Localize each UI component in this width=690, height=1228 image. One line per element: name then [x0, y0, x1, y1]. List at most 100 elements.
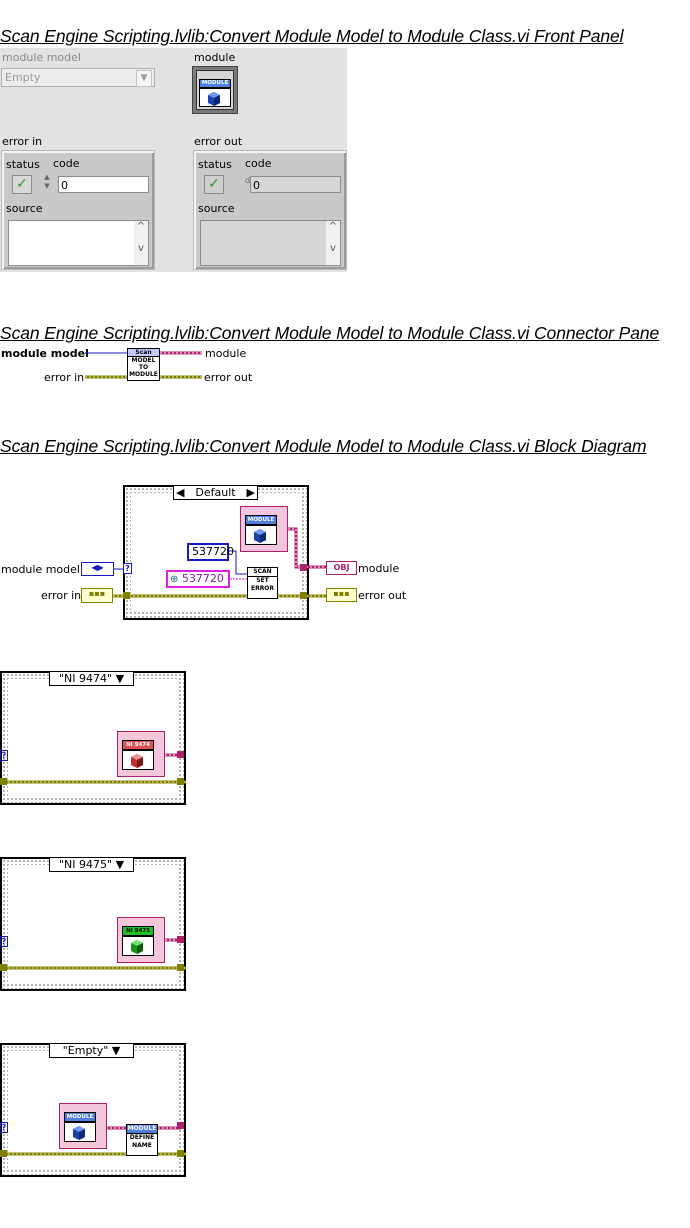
case-selector-label: "NI 9475" [58, 858, 113, 871]
module-class-constant[interactable]: MODULE [240, 506, 288, 552]
error-out-terminal[interactable]: ▪▪▪ [326, 588, 357, 602]
define-line1: MODULE [127, 1125, 157, 1134]
cp-module-model-label: module model [1, 347, 89, 360]
error-in-cluster: status code ✓ ▲▼ 0 source ^v [1, 150, 155, 270]
define-name-subvi[interactable]: MODULE DEFINE NAME [126, 1124, 158, 1156]
set-error-line3: ERROR [250, 585, 275, 592]
error-out-source-label: source [198, 202, 235, 215]
cube-icon [245, 525, 277, 545]
case-selector-label: Default [195, 486, 236, 499]
error-ring-constant[interactable]: ⊕ 537720 [166, 570, 230, 588]
bd-error-in-label: error in [41, 589, 82, 602]
front-panel-title: Scan Engine Scripting.lvlib:Convert Modu… [0, 26, 624, 46]
error-output-tunnel [300, 592, 307, 599]
cube-icon [199, 88, 231, 107]
case-selector-ni9474[interactable]: "NI 9474" ▼ [49, 671, 134, 686]
module-indicator[interactable]: MODULE [192, 66, 238, 114]
class-output-tunnel [300, 564, 307, 571]
chevron-right-icon[interactable]: ▶ [246, 486, 255, 499]
subvi-icon-line4: MODULE [129, 371, 158, 378]
cp-module-label: module [205, 347, 247, 360]
error-output-tunnel [177, 964, 184, 971]
class-output-tunnel [177, 751, 184, 758]
case-selector-default[interactable]: ◀ Default ▶ [173, 485, 258, 500]
case-selector-label: "Empty" [62, 1044, 109, 1057]
cp-error-in-label: error in [44, 371, 85, 384]
chevron-left-icon[interactable]: ◀ [176, 486, 185, 499]
case-selector-terminal: ? [0, 1122, 8, 1133]
error-in-code-field[interactable]: 0 [58, 176, 149, 193]
numeric-increment-icon[interactable]: ▲▼ [44, 173, 50, 190]
set-error-line2: SET [256, 577, 269, 584]
module-model-enum-terminal[interactable]: ◀▶ [81, 562, 114, 576]
error-out-label: error out [194, 135, 243, 148]
error-in-terminal[interactable]: ▪▪▪ [81, 588, 113, 603]
error-in-status-checkbox[interactable]: ✓ [12, 175, 32, 194]
error-input-tunnel [0, 964, 7, 971]
scrollbar[interactable]: ^v [326, 221, 340, 265]
radix-icon: d [245, 176, 251, 185]
error-input-tunnel [123, 592, 130, 599]
error-in-status-label: status [6, 158, 40, 171]
scrollbar[interactable]: ^v [134, 221, 148, 265]
empty-module-class-constant[interactable]: MODULE [59, 1103, 107, 1149]
subvi-icon-line3: TO [138, 364, 149, 371]
module-model-value: Empty [5, 71, 41, 84]
case-selector-terminal: ? [0, 936, 8, 947]
case-selector-ni9475[interactable]: "NI 9475" ▼ [49, 857, 134, 872]
error-in-source-field[interactable]: ^v [8, 220, 149, 266]
block-diagram-title: Scan Engine Scripting.lvlib:Convert Modu… [0, 436, 647, 456]
module-model-label: module model [2, 51, 81, 64]
ni9474-class-constant[interactable]: NI 9474 [117, 731, 165, 777]
subvi-icon-line1: Scan [128, 349, 159, 357]
error-in-source-label: source [6, 202, 43, 215]
define-line2: DEFINE [129, 1134, 155, 1141]
case-selector-empty[interactable]: "Empty" ▼ [49, 1043, 134, 1058]
bd-module-label: module [358, 562, 400, 575]
error-out-status-led: ✓ [204, 175, 224, 194]
globe-icon: ⊕ [170, 574, 179, 585]
error-ring-value: 537720 [181, 572, 224, 585]
scan-set-error-subvi[interactable]: SCAN SET ERROR [247, 567, 278, 599]
bd-module-model-label: module model [1, 563, 80, 576]
cube-icon [122, 750, 154, 770]
set-error-line1: SCAN [248, 568, 277, 577]
chevron-down-icon[interactable]: ▼ [115, 858, 125, 871]
enum-icon: ◀▶ [91, 563, 104, 572]
chevron-down-icon[interactable]: ▼ [136, 70, 152, 87]
case-selector-label: "NI 9474" [58, 672, 113, 685]
module-class-label: MODULE [245, 515, 277, 525]
error-input-tunnel [0, 1150, 7, 1157]
code-constant[interactable]: 537720 [187, 543, 234, 561]
empty-module-label: MODULE [64, 1112, 96, 1122]
error-output-tunnel [177, 1150, 184, 1157]
ni9475-label: NI 9475 [122, 926, 154, 936]
error-out-code-field: 0 [250, 176, 341, 193]
cp-error-out-label: error out [204, 371, 253, 384]
error-input-tunnel [0, 778, 7, 785]
case-selector-terminal: ? [123, 563, 132, 574]
error-output-tunnel [177, 778, 184, 785]
model-to-module-subvi-icon[interactable]: Scan MODEL TO MODULE [127, 348, 160, 381]
module-model-ring[interactable]: Empty ▼ [1, 68, 155, 87]
module-label: module [194, 51, 236, 64]
class-output-tunnel [177, 936, 184, 943]
error-in-code-label: code [53, 157, 80, 170]
error-in-label: error in [2, 135, 43, 148]
chevron-down-icon[interactable]: ▼ [111, 1044, 121, 1057]
ni9474-label: NI 9474 [122, 740, 154, 750]
bd-error-out-label: error out [358, 589, 407, 602]
module-output-terminal[interactable]: OBJ [326, 561, 357, 575]
cube-icon [64, 1122, 96, 1142]
subvi-icon-line2: MODEL [131, 357, 156, 364]
error-out-status-label: status [198, 158, 232, 171]
define-line3: NAME [132, 1142, 152, 1149]
class-output-tunnel [177, 1122, 184, 1129]
obj-terminal-label: OBJ [333, 563, 350, 572]
error-out-cluster: status code ✓ d 0 source ^v [193, 150, 347, 270]
connector-pane-title: Scan Engine Scripting.lvlib:Convert Modu… [0, 323, 660, 343]
chevron-down-icon[interactable]: ▼ [115, 672, 125, 685]
ni9475-class-constant[interactable]: NI 9475 [117, 917, 165, 963]
